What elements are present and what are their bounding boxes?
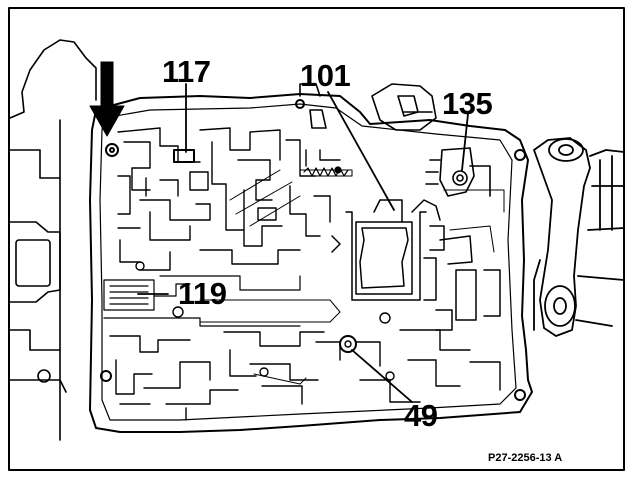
center-block bbox=[331, 189, 505, 331]
leader-lines bbox=[137, 83, 469, 403]
leader-49 bbox=[351, 349, 413, 403]
housing-left bbox=[9, 39, 97, 441]
callout-117: 117 bbox=[162, 54, 211, 89]
figure-reference: P27-2256-13 A bbox=[488, 452, 563, 464]
callout-119: 119 bbox=[178, 276, 227, 311]
down-arrow-icon bbox=[89, 61, 125, 137]
valve-body-outline bbox=[89, 93, 533, 433]
spring-detail bbox=[303, 166, 349, 177]
leader-101 bbox=[327, 91, 395, 211]
frame-border bbox=[8, 7, 625, 471]
upper-fittings bbox=[299, 83, 491, 197]
leader-135 bbox=[461, 113, 469, 171]
channel-network-upper bbox=[117, 127, 353, 271]
channel-network-lower bbox=[109, 261, 501, 421]
arrow-marker bbox=[89, 61, 125, 137]
callout-49: 49 bbox=[404, 398, 438, 433]
callout-101: 101 bbox=[300, 58, 351, 93]
output-linkage bbox=[533, 137, 625, 337]
callout-135: 135 bbox=[442, 86, 493, 121]
